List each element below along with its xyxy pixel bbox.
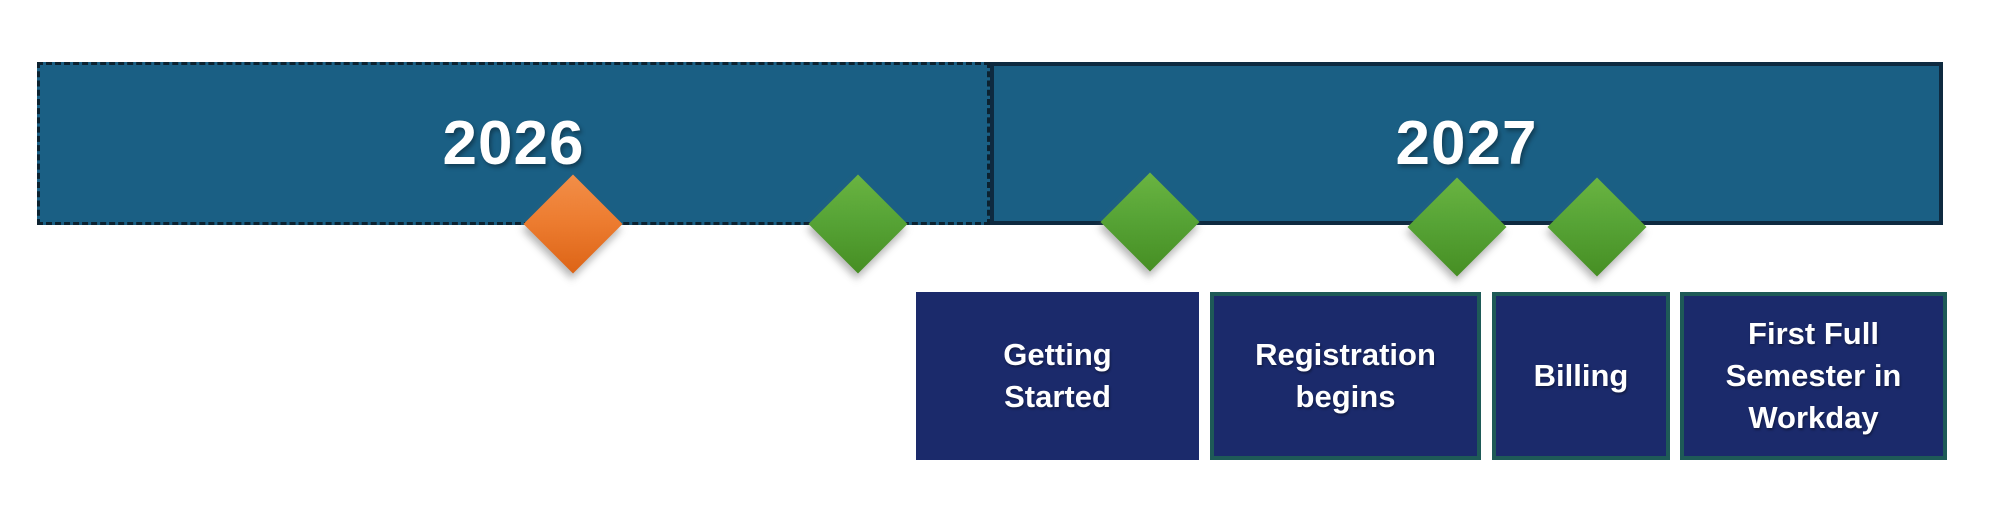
event-box-first-full-semester[interactable]: First Full Semester in Workday [1680,292,1947,460]
event-box-label: First Full Semester in Workday [1725,316,1902,435]
year-label-2027: 2027 [1395,109,1538,178]
event-box-getting-started[interactable]: Getting Started [916,292,1199,460]
event-box-label: Getting Started [1003,337,1112,414]
event-box-registration-begins[interactable]: Registration begins [1210,292,1481,460]
year-bar-2026[interactable]: 2026 [37,62,990,225]
year-label-2026: 2026 [442,109,585,178]
event-box-label: Billing [1533,358,1629,394]
event-box-label: Registration begins [1255,337,1436,414]
event-box-billing[interactable]: Billing [1492,292,1670,460]
